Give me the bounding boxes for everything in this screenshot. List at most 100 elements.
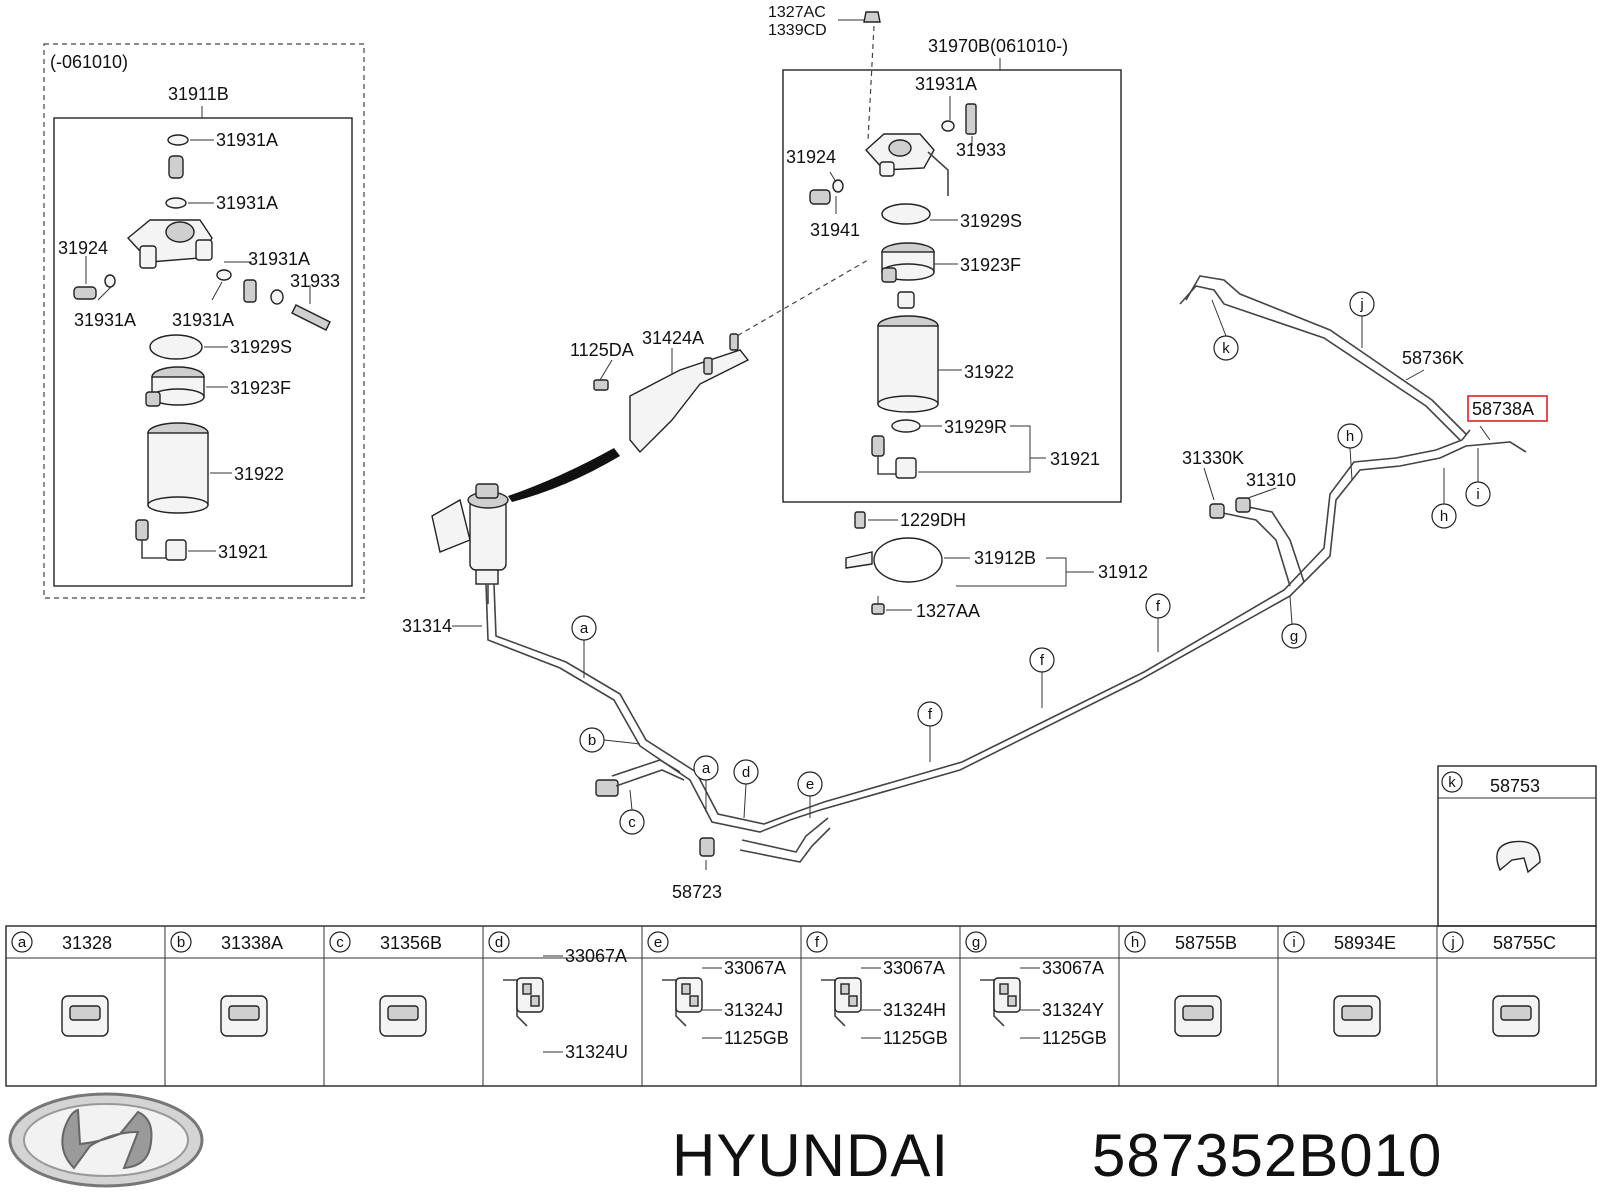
line-part-58723: 58723 xyxy=(672,882,722,902)
legend-letter: b xyxy=(177,934,185,951)
center-part-31922: 31922 xyxy=(964,362,1014,382)
legend-sub-part: 1125GB xyxy=(883,1028,948,1048)
left-part-31923f: 31923F xyxy=(230,378,291,398)
callout-k: k xyxy=(1211,299,1239,361)
bracket-pointer-arrow xyxy=(508,448,620,502)
center-part-31941: 31941 xyxy=(810,220,860,240)
left-inner-frame xyxy=(53,117,353,587)
bracket-part-1125da: 1125DA xyxy=(570,340,634,360)
callout-a-1: a xyxy=(571,615,597,678)
svg-text:e: e xyxy=(806,776,814,793)
connector-31310-icon xyxy=(1235,497,1251,513)
legend-letter: g xyxy=(972,934,980,951)
svg-text:g: g xyxy=(1290,628,1298,645)
legend-letter: d xyxy=(495,934,503,951)
legend-sub-part: 1125GB xyxy=(1042,1028,1107,1048)
legend-letter: h xyxy=(1131,934,1139,951)
footer: HYUNDAI 587352B010 xyxy=(8,1092,1442,1189)
legend-clip-bracket-icon xyxy=(821,977,862,1027)
left-filter-cartridge-icon xyxy=(147,422,209,514)
legend-sub-part: 33067A xyxy=(883,958,945,978)
svg-text:j: j xyxy=(1359,296,1363,313)
legend-clip-bracket-icon xyxy=(662,977,703,1027)
legend-clip-bracket-icon xyxy=(503,977,544,1027)
left-part-31931a-4: 31931A xyxy=(74,310,136,330)
legend-letter: f xyxy=(815,934,820,951)
callout-d: d xyxy=(733,759,759,819)
svg-text:h: h xyxy=(1346,428,1354,445)
center-filter-cartridge-icon xyxy=(877,315,939,413)
line-part-58738a: 58738A xyxy=(1472,399,1534,419)
left-water-sensor-icon xyxy=(135,519,187,561)
legend-part-label: 58755C xyxy=(1493,933,1556,953)
legend-part-label: 58934E xyxy=(1334,933,1396,953)
clip-c-mounted-icon xyxy=(595,779,619,797)
callout-h-2: h xyxy=(1431,468,1457,529)
fuel-lines: 31314 31330K 31310 58736K 58738A 58723 a… xyxy=(402,275,1548,902)
clamp-group: 1229DH 31912B 31912 1327AA xyxy=(845,510,1148,621)
legend-cell-b: b 31338A xyxy=(164,926,283,1086)
center-filter-assembly: 1327AC 1339CD 31970B(061010-) xyxy=(768,4,1122,503)
svg-text:f: f xyxy=(928,706,933,723)
left-part-31929s: 31929S xyxy=(230,337,292,357)
callout-c: c xyxy=(619,789,645,835)
left-31924-sensor-icon xyxy=(73,286,97,300)
left-assembly-label: 31911B xyxy=(168,84,229,104)
legend-clip-bracket-icon xyxy=(980,977,1021,1027)
center-part-31933: 31933 xyxy=(956,140,1006,160)
svg-text:d: d xyxy=(742,764,750,781)
center-filter-head-icon xyxy=(865,133,949,196)
center-part-31931a: 31931A xyxy=(915,74,977,94)
legend-part-label: 31338A xyxy=(221,933,283,953)
clamp-part-1327aa: 1327AA xyxy=(916,601,980,621)
line-part-58736k: 58736K xyxy=(1402,348,1464,368)
clamp-part-1229dh: 1229DH xyxy=(900,510,966,530)
footer-part-number: 587352B010 xyxy=(1092,1122,1442,1189)
legend-sub-part: 31324U xyxy=(565,1042,628,1062)
left-box-header: (-061010) xyxy=(50,52,128,72)
left-part-31931a-1: 31931A xyxy=(216,130,278,150)
legend-sub-part: 1125GB xyxy=(724,1028,789,1048)
center-oring-icon xyxy=(881,203,931,225)
left-part-31931a-3: 31931A xyxy=(248,249,310,269)
callout-g: g xyxy=(1281,595,1307,649)
left-dashed-frame xyxy=(43,43,365,599)
part-58723-icon xyxy=(699,837,715,857)
top-part-1327ac: 1327AC xyxy=(768,4,826,21)
center-part-31921: 31921 xyxy=(1050,449,1100,469)
legend-part-label: 31328 xyxy=(62,933,112,953)
center-filter-cap-icon xyxy=(881,242,935,283)
left-part-31931a-5: 31931A xyxy=(172,310,234,330)
svg-text:a: a xyxy=(580,620,589,637)
callout-i: i xyxy=(1465,448,1491,507)
left-part-31922: 31922 xyxy=(234,464,284,484)
line-part-31314: 31314 xyxy=(402,616,452,636)
legend-clip-icon xyxy=(1492,995,1540,1037)
legend-k-clip-icon xyxy=(1496,840,1541,874)
svg-text:b: b xyxy=(588,732,596,749)
legend-clip-icon xyxy=(1174,995,1222,1037)
callout-h-1: h xyxy=(1337,423,1363,481)
legend-letter: c xyxy=(336,934,344,951)
callout-a-2: a xyxy=(693,755,719,812)
callout-b: b xyxy=(579,727,641,753)
legend-sub-part: 31324H xyxy=(883,1000,946,1020)
svg-text:a: a xyxy=(702,760,711,777)
left-part-31921: 31921 xyxy=(218,542,268,562)
line-part-31310: 31310 xyxy=(1246,470,1296,490)
legend-letter: i xyxy=(1292,934,1295,951)
center-frame xyxy=(782,69,1122,503)
callout-e: e xyxy=(797,771,823,818)
center-bolt-icon xyxy=(965,103,977,135)
center-assembly-label: 31970B(061010-) xyxy=(928,36,1068,56)
center-part-31923f: 31923F xyxy=(960,255,1021,275)
legend-clip-icon xyxy=(1333,995,1381,1037)
clamp-part-31912b: 31912B xyxy=(974,548,1036,568)
legend-sub-part: 31324Y xyxy=(1042,1000,1104,1020)
legend-clip-icon xyxy=(379,995,427,1037)
left-part-31931a-2: 31931A xyxy=(216,193,278,213)
svg-text:k: k xyxy=(1222,340,1230,357)
